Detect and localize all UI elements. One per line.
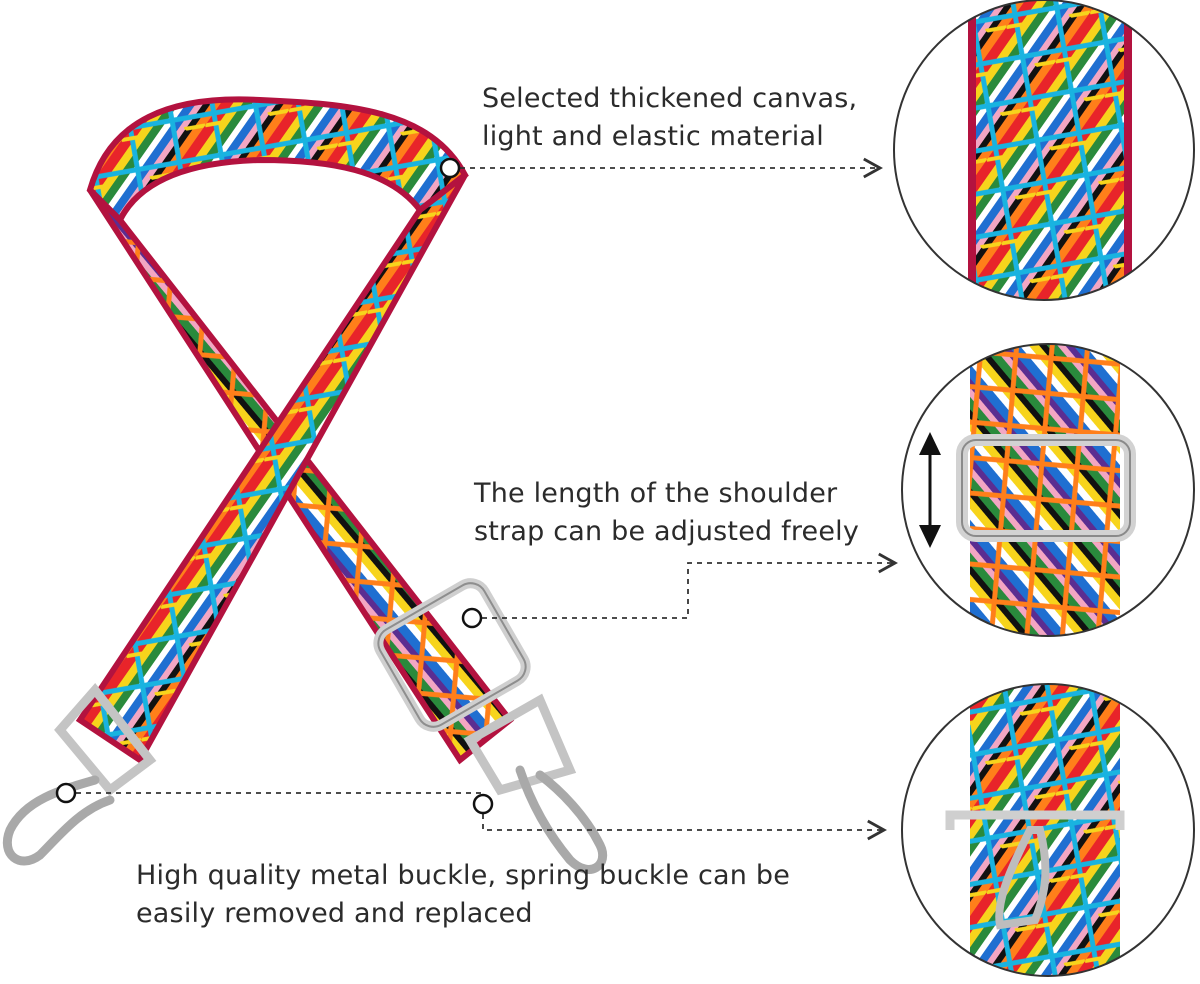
detail-slider-zoom [901, 343, 1195, 637]
detail-hook-zoom [901, 683, 1195, 977]
callout-canvas: Selected thickened canvas, light and ela… [482, 80, 857, 156]
callout-points [55, 157, 494, 815]
point-hook-left [55, 782, 77, 804]
callout-length-line1: The length of the shoulder [474, 478, 838, 509]
callout-buckle-line1: High quality metal buckle, spring buckle… [136, 860, 791, 891]
point-canvas [439, 157, 461, 179]
callout-length: The length of the shoulder strap can be … [474, 475, 859, 551]
callout-canvas-line1: Selected thickened canvas, [482, 83, 858, 114]
double-arrow-icon [919, 432, 941, 548]
callout-leaders [66, 157, 898, 841]
callout-canvas-line2: light and elastic material [482, 121, 824, 152]
callout-buckle: High quality metal buckle, spring buckle… [136, 857, 790, 933]
strap-illustration [2, 96, 608, 874]
point-slider [461, 607, 483, 629]
point-hook-right [472, 793, 494, 815]
callout-buckle-line2: easily removed and replaced [136, 898, 533, 929]
detail-canvas-zoom [893, 0, 1195, 301]
callout-length-line2: strap can be adjusted freely [474, 516, 860, 547]
